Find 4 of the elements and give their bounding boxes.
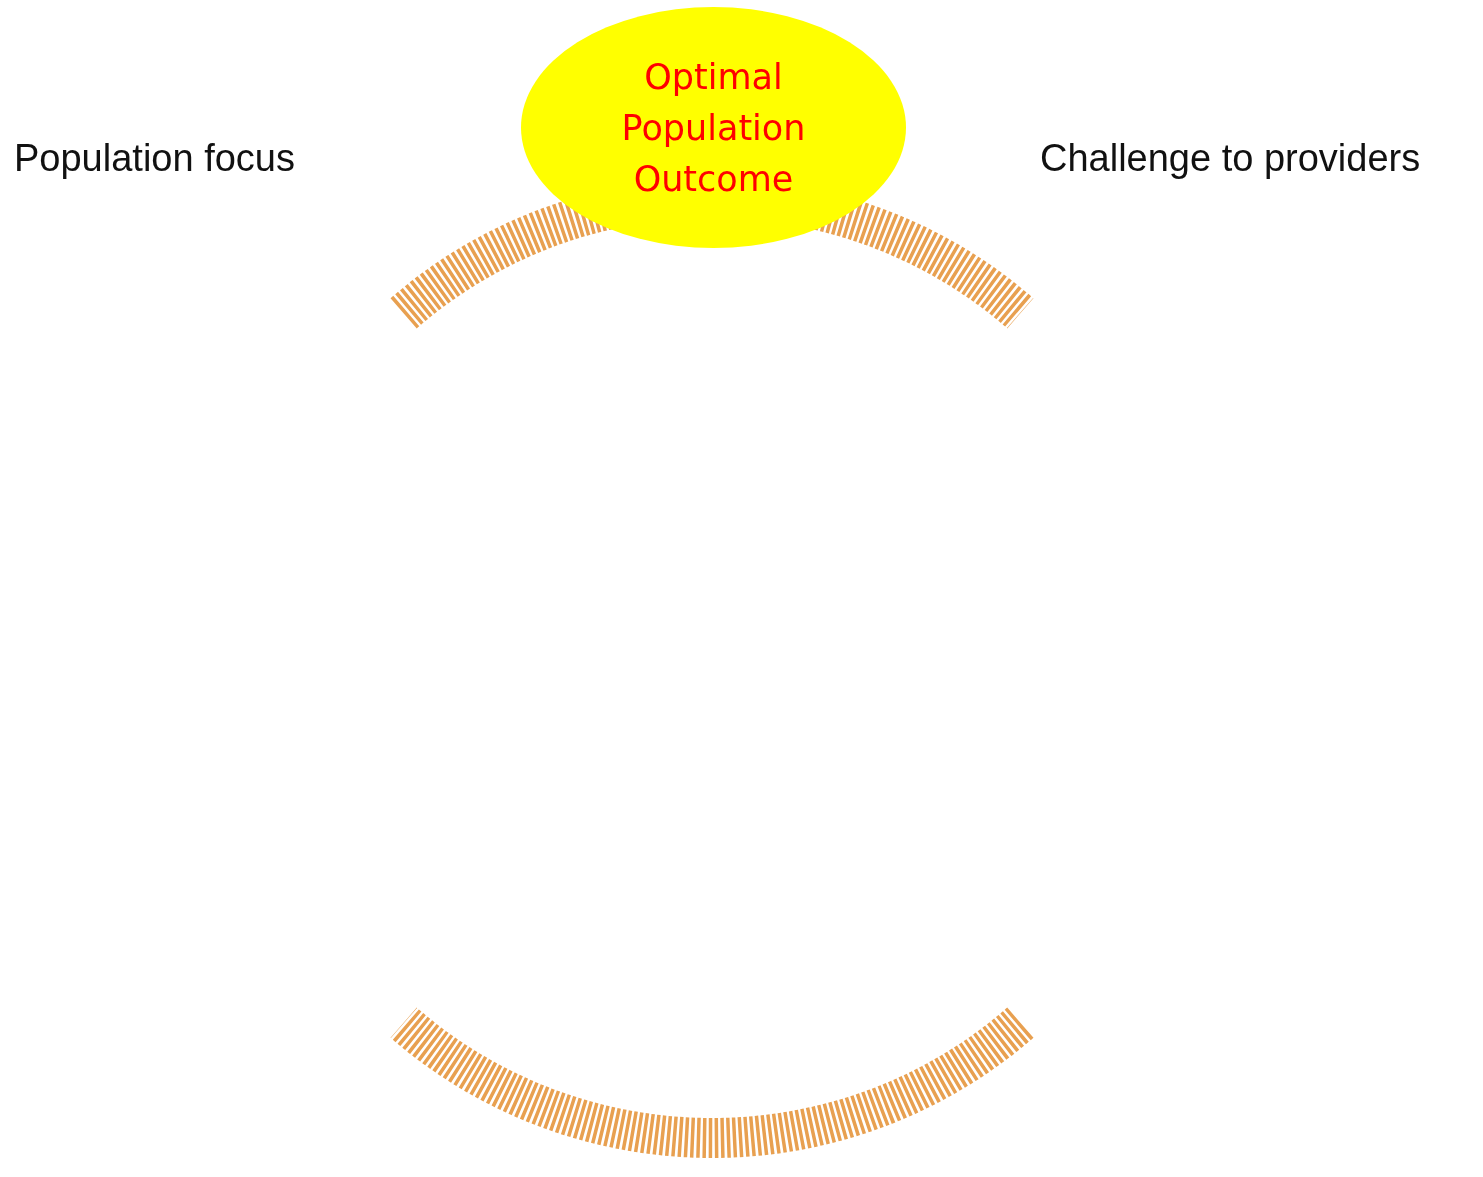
- outcome-text: Optimal Population Outcome: [620, 55, 807, 200]
- side-heading: Challenge to providers: [1040, 137, 1421, 180]
- side-heading: Population focus: [14, 137, 295, 180]
- outcome-ellipse: [521, 7, 906, 248]
